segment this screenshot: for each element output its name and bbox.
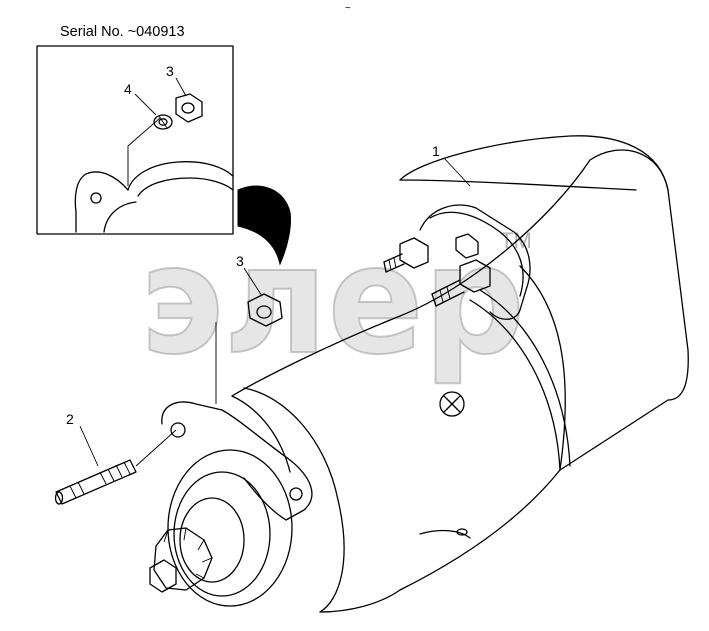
watermark: элер TM — [139, 213, 532, 389]
stud-axis-line — [135, 429, 177, 467]
motor-seam-line — [399, 179, 637, 191]
top-mark: ~ — [345, 3, 351, 14]
terminal-post-small — [455, 233, 479, 259]
serial-label: Serial No. ~040913 — [60, 24, 185, 40]
pinion-gear — [153, 527, 213, 591]
callout-leader-3-inset — [175, 77, 187, 97]
callout-leader-3-main — [243, 267, 263, 297]
callout-3-main: 3 — [236, 253, 244, 269]
motor-band-1 — [469, 299, 561, 471]
inset-bolt-hole — [90, 192, 102, 204]
inset-housing-edge — [127, 161, 234, 191]
motor-bottom-plug — [456, 528, 468, 536]
starter-motor — [149, 135, 689, 613]
nose-housing-outer — [167, 449, 293, 607]
watermark-text: элер — [140, 214, 525, 388]
callout-2: 2 — [66, 411, 74, 427]
motor-front-ring — [231, 395, 291, 473]
solenoid-housing — [419, 204, 531, 320]
inset-stud-leader — [127, 117, 161, 186]
terminal-post-upper — [383, 237, 429, 273]
mounting-flange — [161, 401, 313, 521]
callout-3-inset: 3 — [166, 63, 174, 79]
motor-front-housing — [243, 387, 345, 613]
flange-bolt-hole-lower — [289, 487, 303, 501]
callout-leader-4 — [134, 93, 157, 116]
callout-leader-2 — [79, 425, 99, 467]
cross-head-screw — [439, 391, 465, 417]
motor-bottom-detail — [419, 529, 471, 539]
nose-housing-inner — [173, 471, 271, 597]
inset-detail: Serial No. ~040913 4 3 — [36, 24, 234, 235]
inset-lock-washer — [153, 114, 173, 130]
motor-band-2 — [479, 289, 571, 467]
inset-nut — [175, 93, 203, 123]
detail-arrow — [237, 185, 291, 266]
main-nut — [247, 293, 283, 327]
callout-leader-1 — [443, 157, 471, 187]
motor-top-edge — [399, 135, 669, 191]
callout-1: 1 — [432, 143, 440, 159]
inset-flange-inner — [103, 201, 137, 233]
threaded-stud — [54, 459, 137, 505]
inset-housing-ring — [137, 177, 234, 197]
terminal-post-lower — [431, 259, 491, 307]
inset-frame — [36, 45, 234, 235]
flange-bolt-hole-upper — [170, 422, 186, 438]
callout-4: 4 — [124, 81, 132, 97]
nose-bearing — [179, 497, 245, 583]
motor-band-3 — [519, 265, 566, 471]
solenoid-cap-edge — [429, 211, 524, 297]
pinion-shaft-nut — [149, 559, 177, 593]
inset-flange-outline — [74, 171, 129, 233]
